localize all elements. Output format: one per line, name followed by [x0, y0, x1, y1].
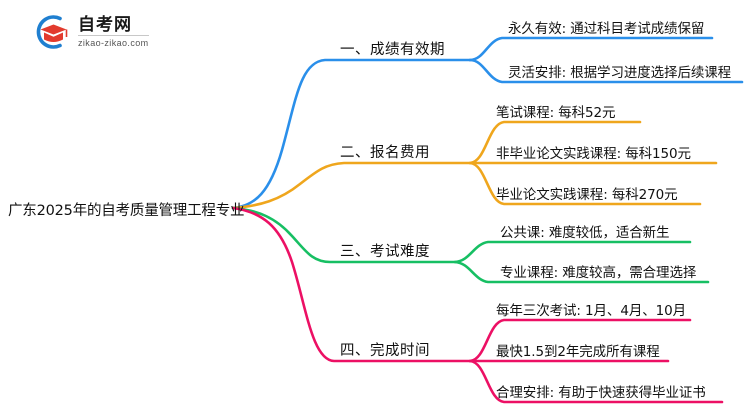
wire-branch-4-child-3 [468, 359, 724, 404]
wire-root-branch-1 [231, 58, 472, 210]
wire-root-branch-4 [231, 206, 472, 363]
wire-branch-2-child-1 [468, 120, 642, 165]
logo-wordmark: 自考网 zikao-zikao.com [78, 15, 149, 49]
leaf-node-1-1[interactable]: 永久有效: 通过科目考试成绩保留 [508, 21, 705, 37]
leaf-node-1-2[interactable]: 灵活安排: 根据学习进度选择后续课程 [508, 65, 732, 81]
branch-node-3[interactable]: 三、考试难度 [340, 244, 430, 260]
root-node[interactable]: 广东2025年的自考质量管理工程专业 [8, 203, 245, 219]
leaf-node-3-1[interactable]: 公共课: 难度较低，适合新生 [500, 225, 670, 241]
logo-mark-svg [36, 15, 68, 49]
branch-node-2[interactable]: 二、报名费用 [340, 145, 430, 161]
logo-subtitle: zikao-zikao.com [78, 35, 149, 49]
wire-root-branch-2 [231, 161, 472, 210]
leaf-node-2-2[interactable]: 非毕业论文实践课程: 每科150元 [496, 146, 691, 162]
leaf-node-4-1[interactable]: 每年三次考试: 1月、4月、10月 [496, 303, 686, 319]
wire-branch-1-child-1 [468, 36, 714, 62]
leaf-node-3-2[interactable]: 专业课程: 难度较高，需合理选择 [500, 265, 697, 281]
leaf-node-2-1[interactable]: 笔试课程: 每科52元 [496, 105, 616, 121]
wire-branch-2-child-3 [468, 161, 702, 206]
graduation-cap-icon [30, 11, 72, 53]
logo-title: 自考网 [78, 15, 132, 34]
leaf-node-4-3[interactable]: 合理安排: 有助于快速获得毕业证书 [496, 385, 706, 401]
wire-branch-4-child-1 [468, 318, 692, 363]
wire-branch-1-child-2 [468, 58, 744, 84]
leaf-node-4-2[interactable]: 最快1.5到2年完成所有课程 [496, 344, 660, 360]
site-logo: 自考网 zikao-zikao.com [30, 10, 190, 54]
branch-node-1[interactable]: 一、成绩有效期 [340, 42, 445, 58]
wire-branch-3-child-2 [453, 260, 710, 284]
wire-branch-3-child-1 [453, 240, 692, 264]
branch-node-4[interactable]: 四、完成时间 [340, 343, 430, 359]
wire-root-branch-3 [231, 206, 457, 264]
leaf-node-2-3[interactable]: 毕业论文实践课程: 每科270元 [496, 187, 678, 203]
